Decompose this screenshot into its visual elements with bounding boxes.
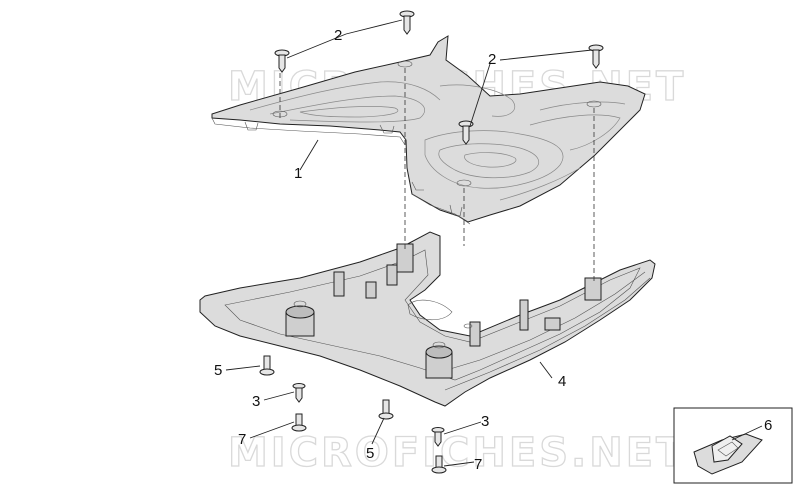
callout-5-bottom: 5 — [366, 445, 374, 462]
callout-5-left: 5 — [214, 362, 222, 379]
fastener-5-a — [259, 355, 275, 376]
watermark-bottom: MICROFICHES.NET — [228, 430, 686, 476]
screw-2-d — [458, 120, 474, 145]
inset-clip-detail — [673, 407, 793, 484]
callout-4: 4 — [558, 373, 566, 390]
part-1-floor-panel — [211, 35, 646, 225]
screw-2-a — [274, 49, 290, 73]
fastener-3-a — [292, 383, 306, 403]
fastener-3-b — [431, 427, 445, 447]
callout-1: 1 — [294, 165, 302, 182]
callout-3-right: 3 — [481, 413, 489, 430]
callout-labels: 1 2 2 4 5 3 7 5 3 7 6 — [214, 27, 772, 473]
leader-lines — [225, 19, 763, 467]
callout-6: 6 — [764, 417, 772, 434]
part-4-under-cover — [199, 231, 656, 407]
fastener-5-b — [378, 399, 394, 420]
screw-2-b — [399, 10, 415, 35]
callout-2-right: 2 — [488, 51, 496, 68]
alignment-lines — [279, 68, 595, 282]
fastener-7-a — [291, 413, 307, 432]
callout-2-left: 2 — [334, 27, 342, 44]
callout-7-left: 7 — [238, 431, 246, 448]
callout-7-right: 7 — [474, 456, 482, 473]
screw-2-c — [588, 44, 604, 69]
fastener-7-b — [431, 455, 447, 474]
callout-3-left: 3 — [252, 393, 260, 410]
